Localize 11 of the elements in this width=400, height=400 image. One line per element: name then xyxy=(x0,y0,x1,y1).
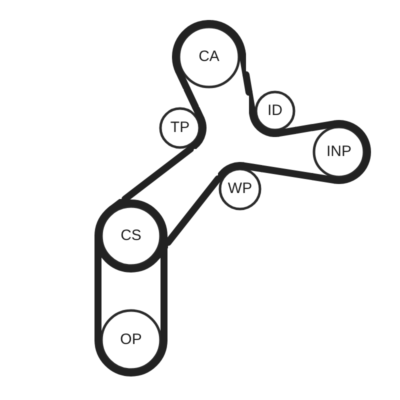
pulley-label: ID xyxy=(268,102,282,120)
belt-run xyxy=(164,175,222,246)
pulley-label: INP xyxy=(326,144,352,160)
pulley-label: CA xyxy=(198,48,220,66)
pulley-label: TP xyxy=(170,120,190,136)
pulley-label: OP xyxy=(120,332,142,348)
belt-run xyxy=(122,146,194,202)
pulley-label: CS xyxy=(120,228,142,244)
belt-run xyxy=(242,71,252,96)
belt-run xyxy=(184,86,199,110)
pulley-label: WP xyxy=(228,180,252,198)
